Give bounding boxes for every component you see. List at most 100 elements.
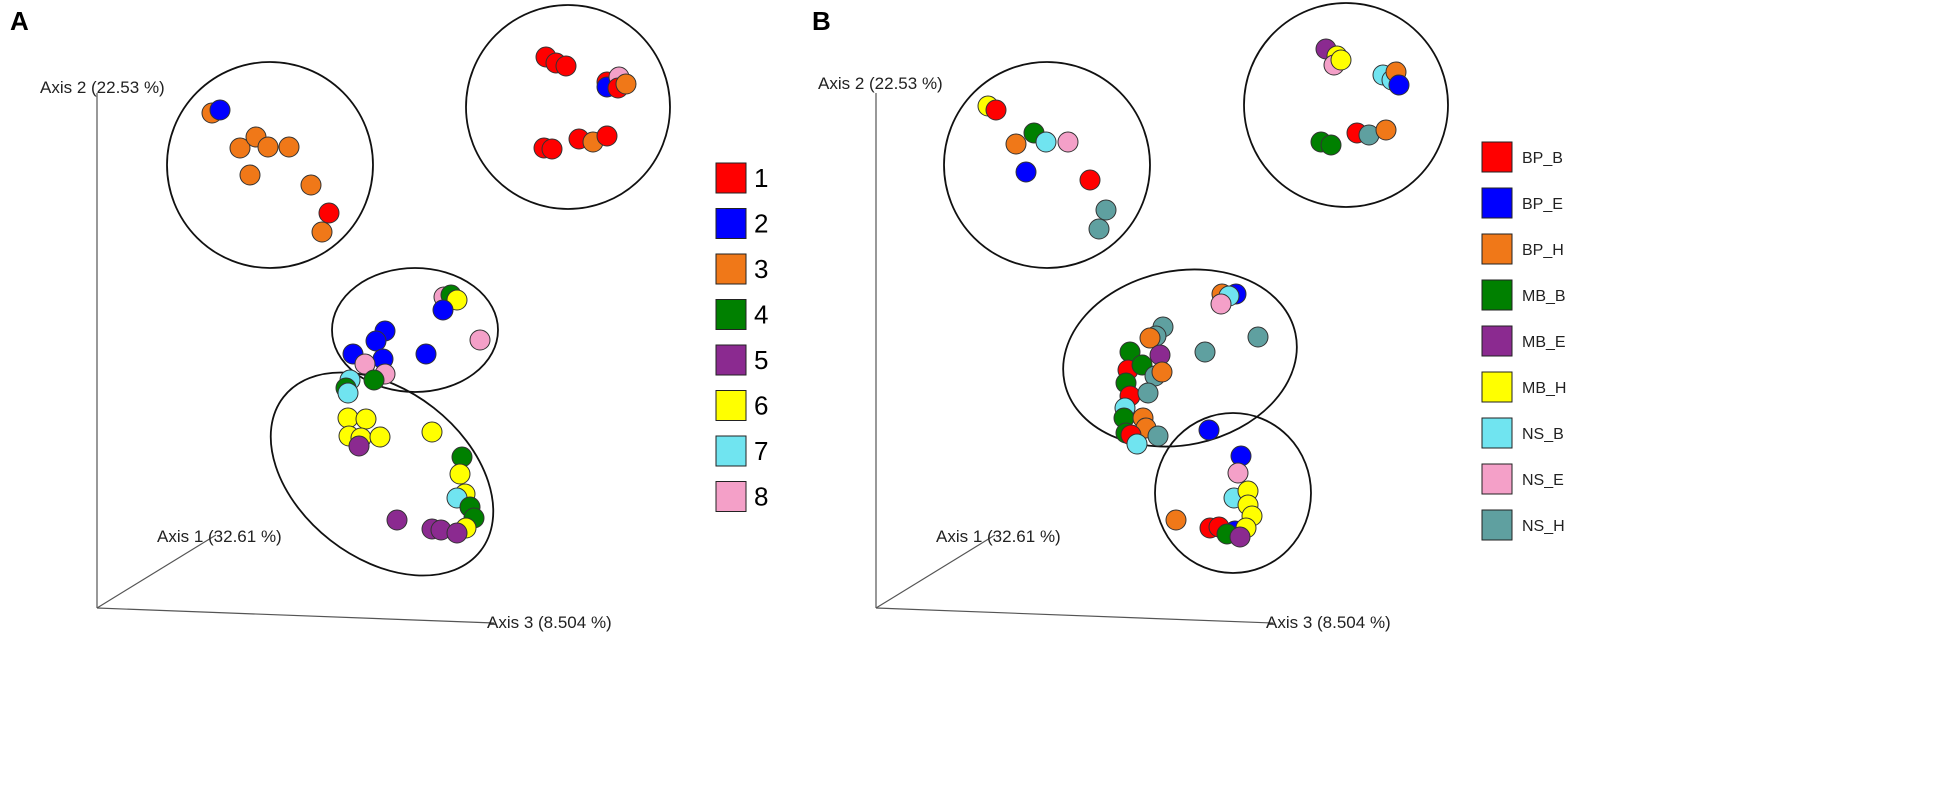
panel-a-point-group-1 xyxy=(318,202,340,224)
panel-b-cluster-ring-4 xyxy=(1154,412,1312,574)
panel-a-point-group-5 xyxy=(348,435,370,457)
panel-a-points xyxy=(201,46,637,544)
panel-b-point-group-NS_H xyxy=(1095,199,1117,221)
panel-b-legend-swatch xyxy=(1481,187,1513,219)
panel-b-point-group-BP_E xyxy=(1388,74,1410,96)
panel-a-point-group-3 xyxy=(615,73,637,95)
panel-a-point-group-3 xyxy=(278,136,300,158)
panel-b-point-group-NS_B xyxy=(1035,131,1057,153)
panel-a-point-group-5 xyxy=(446,522,468,544)
panel-a-point-group-2 xyxy=(209,99,231,121)
panel-a-axis3-line xyxy=(96,607,495,624)
panel-b-point-group-BP_H xyxy=(1165,509,1187,531)
panel-a-legend-label: 3 xyxy=(754,254,768,284)
panel-a-legend-swatch xyxy=(715,435,747,467)
panel-b-cluster-ring-3 xyxy=(1062,268,1298,448)
panel-a-legend-swatch xyxy=(715,299,747,330)
panel-b-point-group-BP_H xyxy=(1005,133,1027,155)
panel-a-cluster-ring-3 xyxy=(331,267,499,393)
panel-b-points xyxy=(977,38,1410,548)
panel-a-point-group-3 xyxy=(239,164,261,186)
panel-a-cluster-ring-1 xyxy=(166,61,374,269)
panel-a-point-group-8 xyxy=(354,353,376,375)
panel-b-legend-swatch xyxy=(1481,233,1513,265)
panel-a-point-group-8 xyxy=(469,329,491,351)
panel-a-point-group-6 xyxy=(337,407,359,429)
panel-b-legend-label: NS_E xyxy=(1522,472,1564,489)
panel-a-legend-swatch xyxy=(715,208,747,239)
panel-a-legend-label: 1 xyxy=(754,163,768,193)
panel-a-letter: A xyxy=(10,6,29,36)
panel-b-legend-label: MB_E xyxy=(1522,334,1566,351)
panel-a-point-group-6 xyxy=(369,426,391,448)
panel-b-legend-label: MB_H xyxy=(1522,380,1566,397)
panel-b-axis1-line xyxy=(875,534,996,609)
panel-b-legend: BP_BBP_EBP_HMB_BMB_EMB_HNS_BNS_ENS_H xyxy=(1481,141,1566,541)
panel-a-legend-swatch xyxy=(715,390,747,421)
panel-a-legend-label: 8 xyxy=(754,482,768,512)
panel-a-axis1-label: Axis 1 (32.61 %) xyxy=(157,527,282,546)
panel-a-point-group-1 xyxy=(541,138,563,160)
panel-b-legend-swatch xyxy=(1481,509,1513,541)
panel-b-point-group-BP_B xyxy=(985,99,1007,121)
panel-b-legend-label: BP_B xyxy=(1522,150,1563,167)
panel-a-cluster-ring-4 xyxy=(269,371,495,577)
panel-b-point-group-NS_E xyxy=(1227,462,1249,484)
panel-a-legend-swatch xyxy=(715,162,747,194)
panel-b-cluster-ring-1 xyxy=(943,61,1151,269)
panel-b-point-group-BP_H xyxy=(1375,119,1397,141)
panel-b-legend-swatch xyxy=(1481,371,1513,403)
panel-b-point-group-NS_H xyxy=(1088,218,1110,240)
panel-a-legend-label: 7 xyxy=(754,436,768,466)
panel-b-point-group-NS_H xyxy=(1247,326,1269,348)
panel-b-point-group-NS_E xyxy=(1057,131,1079,153)
panel-a-point-group-6 xyxy=(355,408,377,430)
panel-a-cluster-ring-2 xyxy=(465,4,671,210)
panel-a-point-group-3 xyxy=(257,136,279,158)
panel-a-point-group-5 xyxy=(386,509,408,531)
panel-b-point-group-BP_B xyxy=(1079,169,1101,191)
panel-b-point-group-BP_E xyxy=(1015,161,1037,183)
panel-b-point-group-NS_H xyxy=(1194,341,1216,363)
panel-b: B Axis 2 (22.53 %) Axis 1 (32.61 %) Axis… xyxy=(812,2,1566,632)
panel-a-point-group-3 xyxy=(311,221,333,243)
panel-b-point-group-NS_H xyxy=(1137,382,1159,404)
panel-a-point-group-2 xyxy=(432,299,454,321)
panel-b-point-group-MB_B xyxy=(1320,134,1342,156)
panel-b-axis1-label: Axis 1 (32.61 %) xyxy=(936,527,1061,546)
panel-b-point-group-BP_H xyxy=(1139,327,1161,349)
panel-b-letter: B xyxy=(812,6,831,36)
panel-a-point-group-3 xyxy=(300,174,322,196)
panel-a-point-group-1 xyxy=(596,125,618,147)
panel-a-legend-swatch xyxy=(715,481,747,512)
panel-b-point-group-NS_E xyxy=(1210,293,1232,315)
panel-b-legend-label: BP_E xyxy=(1522,196,1563,213)
panel-b-legend-swatch xyxy=(1481,417,1513,449)
panel-b-legend-label: NS_B xyxy=(1522,426,1564,443)
panel-a-axis1-line xyxy=(96,534,217,609)
panel-a-point-group-3 xyxy=(229,137,251,159)
panel-b-point-group-BP_E xyxy=(1198,419,1220,441)
panel-b-axis3-label: Axis 3 (8.504 %) xyxy=(1266,613,1391,632)
panel-a-legend-label: 5 xyxy=(754,345,768,375)
panel-a: A Axis 2 (22.53 %) Axis 1 (32.61 %) Axis… xyxy=(10,4,768,632)
panel-a-legend-swatch xyxy=(715,253,747,285)
panel-b-legend-label: MB_B xyxy=(1522,288,1566,305)
panel-b-legend-swatch xyxy=(1481,463,1513,495)
panel-b-legend-label: BP_H xyxy=(1522,242,1564,259)
panel-b-axis3-line xyxy=(875,607,1274,624)
panel-a-axis2-label: Axis 2 (22.53 %) xyxy=(40,78,165,97)
panel-b-axis2-label: Axis 2 (22.53 %) xyxy=(818,74,943,93)
panel-b-point-group-MB_E xyxy=(1229,526,1251,548)
panel-b-cluster-ring-2 xyxy=(1243,2,1449,208)
panel-a-point-group-6 xyxy=(421,421,443,443)
panel-b-point-group-BP_H xyxy=(1151,361,1173,383)
panel-a-point-group-1 xyxy=(555,55,577,77)
panel-b-point-group-MB_H xyxy=(1330,49,1352,71)
panel-a-point-group-2 xyxy=(365,330,387,352)
panel-b-point-group-NS_H xyxy=(1147,425,1169,447)
panel-b-legend-swatch xyxy=(1481,279,1513,311)
panel-a-axis3-label: Axis 3 (8.504 %) xyxy=(487,613,612,632)
